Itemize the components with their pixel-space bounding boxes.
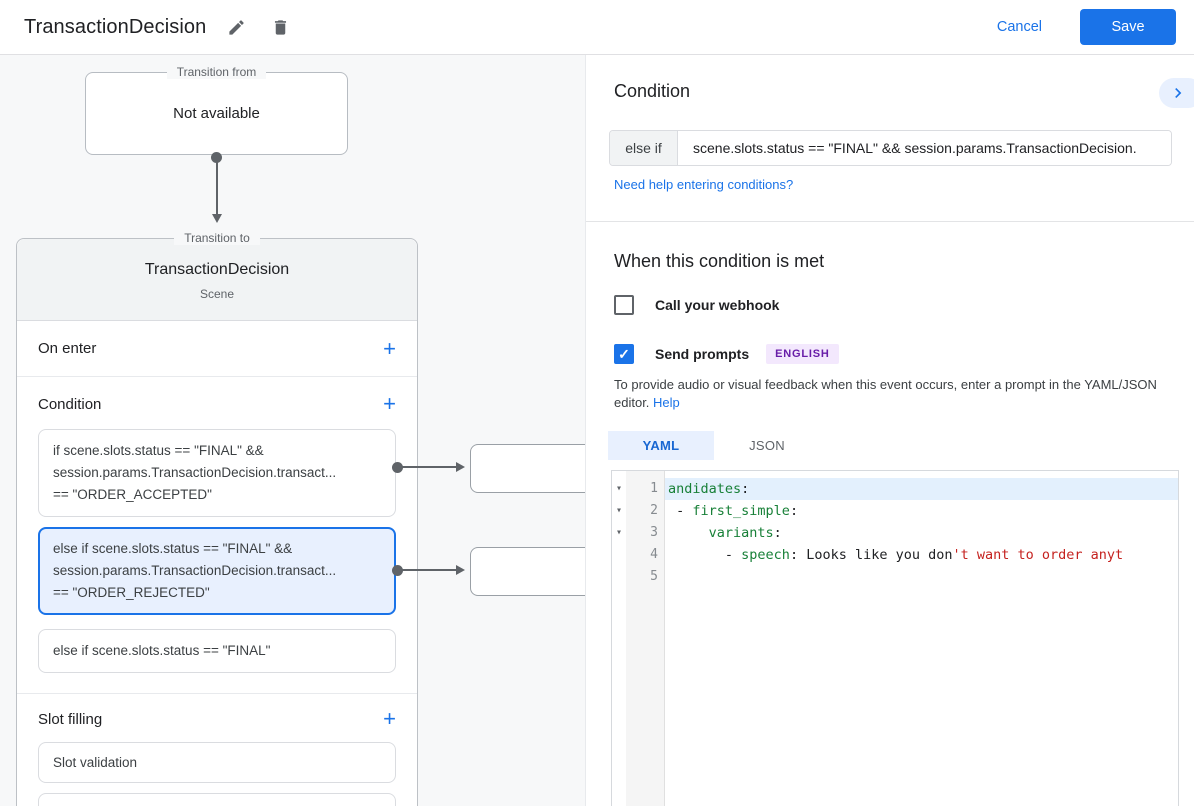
slot-filling-label: Slot filling: [38, 710, 103, 728]
code-line[interactable]: - speech: Looks like you don't want to o…: [668, 547, 1124, 563]
scene-type: Scene: [199, 287, 235, 301]
transition-target-box[interactable]: [470, 547, 585, 596]
add-on-enter-button[interactable]: +: [383, 335, 396, 361]
webhook-row: Call your webhook: [614, 295, 779, 315]
condition-card-final[interactable]: else if scene.slots.status == "FINAL": [38, 629, 396, 673]
line-number: 1: [650, 481, 658, 496]
panel-divider: [586, 221, 1194, 222]
trash-icon: [274, 19, 286, 35]
save-button[interactable]: Save: [1080, 9, 1176, 45]
arrow-right-icon: [456, 462, 465, 472]
send-prompts-checkbox[interactable]: ✓: [614, 344, 634, 364]
scene-card: Transition to TransactionDecision Scene …: [16, 231, 418, 806]
condition-text-line: else if scene.slots.status == "FINAL" &&: [53, 541, 293, 556]
condition-prefix: else if: [610, 131, 678, 165]
send-prompts-row: ✓ Send prompts ENGLISH: [614, 344, 839, 364]
slot-filling-section: Slot filling + Slot validation: [17, 694, 417, 806]
on-enter-section: On enter +: [17, 321, 417, 377]
cancel-button[interactable]: Cancel: [996, 19, 1042, 35]
line-number: 4: [650, 547, 658, 562]
page-title: TransactionDecision: [24, 15, 207, 38]
condition-text-line: == "ORDER_ACCEPTED": [53, 487, 212, 502]
on-enter-label: On enter: [38, 340, 97, 357]
tab-json[interactable]: JSON: [714, 431, 820, 460]
condition-input-group: else if: [609, 130, 1172, 166]
condition-text-line: if scene.slots.status == "FINAL" &&: [53, 443, 264, 458]
line-number: 5: [650, 569, 658, 584]
fold-toggle-icon[interactable]: ▾: [615, 527, 623, 538]
pencil-icon: [229, 19, 244, 35]
add-slot-button[interactable]: +: [383, 706, 396, 731]
when-met-title: When this condition is met: [614, 251, 825, 271]
delete-scene-button[interactable]: [266, 13, 294, 41]
code-line-numbers: 1 2 3 4 5: [626, 471, 665, 806]
condition-text-line: session.params.TransactionDecision.trans…: [53, 563, 337, 578]
code-fold-column: ▾ ▾ ▾: [612, 471, 626, 806]
fold-toggle-icon[interactable]: ▾: [615, 505, 623, 516]
condition-text-line: else if scene.slots.status == "FINAL": [53, 643, 271, 658]
connector-line: [397, 569, 457, 571]
condition-detail-panel: Condition else if Need help entering con…: [585, 55, 1194, 806]
webhook-checkbox[interactable]: [614, 295, 634, 315]
connector-line: [215, 157, 218, 215]
partial-card[interactable]: [38, 793, 396, 806]
line-number: 2: [650, 503, 658, 518]
code-line[interactable]: variants:: [708, 525, 782, 541]
flow-canvas: Transition from Not available Transition…: [0, 55, 585, 806]
webhook-label: Call your webhook: [655, 297, 780, 313]
code-line[interactable]: [665, 566, 1178, 588]
yaml-code-editor[interactable]: ▾ ▾ ▾ 1 2 3 4 5 andidates: - first_simple: var…: [611, 470, 1179, 806]
transition-from-label: Transition from: [86, 65, 347, 79]
line-number: 3: [650, 525, 658, 540]
transition-from-box[interactable]: Transition from Not available: [85, 65, 348, 155]
slot-validation-card[interactable]: Slot validation: [38, 742, 396, 783]
code-lines[interactable]: andidates: - first_simple: variants: - s…: [665, 471, 1178, 806]
collapse-panel-button[interactable]: [1159, 78, 1194, 108]
condition-card-order-rejected-selected[interactable]: else if scene.slots.status == "FINAL" &&…: [38, 527, 396, 615]
send-prompts-label: Send prompts: [655, 346, 750, 362]
transition-from-value: Not available: [173, 105, 260, 122]
language-badge: ENGLISH: [766, 344, 839, 364]
condition-section-label: Condition: [38, 395, 102, 413]
code-line[interactable]: - first_simple:: [668, 503, 799, 519]
panel-title: Condition: [614, 81, 691, 101]
scene-card-header[interactable]: TransactionDecision Scene: [17, 239, 417, 321]
tab-yaml[interactable]: YAML: [608, 431, 714, 460]
condition-text-line: session.params.TransactionDecision.trans…: [53, 465, 337, 480]
scene-name: TransactionDecision: [144, 261, 290, 278]
top-bar: TransactionDecision Cancel Save: [0, 0, 1194, 55]
condition-text-line: == "ORDER_REJECTED": [53, 585, 210, 600]
prompt-help-link[interactable]: Help: [653, 394, 680, 410]
prompt-description: To provide audio or visual feedback when…: [614, 376, 1169, 411]
prompt-description-text: To provide audio or visual feedback when…: [614, 377, 1157, 410]
fold-toggle-icon[interactable]: ▾: [615, 483, 623, 494]
arrow-down-icon: [211, 214, 222, 223]
chevron-right-icon: [1175, 88, 1182, 98]
condition-card-order-accepted[interactable]: if scene.slots.status == "FINAL" && sess…: [38, 429, 396, 517]
condition-section: Condition + if scene.slots.status == "FI…: [17, 377, 417, 694]
conditions-help-link[interactable]: Need help entering conditions?: [614, 177, 794, 192]
condition-expression-input[interactable]: [678, 131, 1171, 165]
fold-spacer: [612, 566, 626, 588]
edit-name-button[interactable]: [222, 13, 250, 41]
fold-spacer: [612, 544, 626, 566]
arrow-right-icon: [456, 565, 465, 575]
code-line[interactable]: andidates:: [665, 478, 1178, 500]
connector-line: [397, 466, 457, 468]
editor-tabs: YAML JSON: [608, 431, 820, 460]
add-condition-button[interactable]: +: [383, 391, 396, 416]
transition-target-box[interactable]: [470, 444, 585, 493]
